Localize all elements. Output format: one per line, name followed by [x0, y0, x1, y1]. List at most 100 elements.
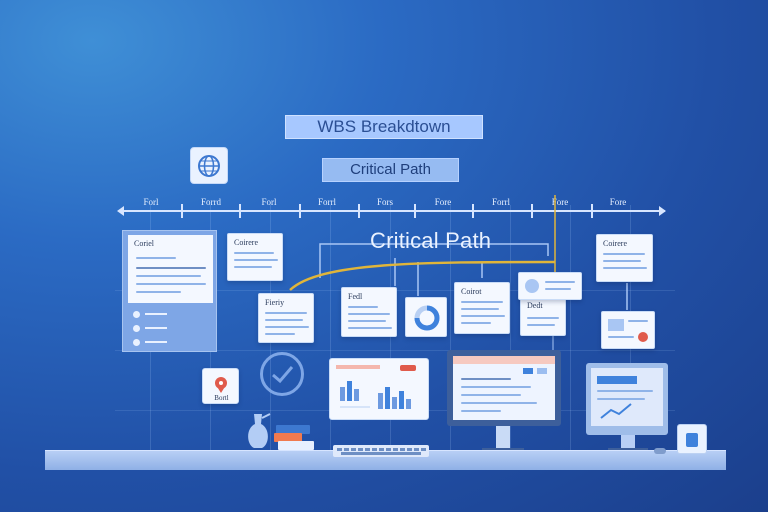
- text-line: [527, 324, 555, 326]
- center-monitor-screen: [453, 356, 555, 420]
- text-line: [461, 410, 501, 412]
- text-line: [136, 291, 181, 293]
- check-ring: [260, 352, 304, 396]
- right-monitor[interactable]: [586, 363, 668, 435]
- check-icon: [272, 366, 294, 384]
- chart-icon: [340, 381, 411, 409]
- book: [278, 441, 314, 450]
- mouse-icon: [654, 448, 666, 454]
- key: [414, 448, 419, 451]
- text-line: [461, 308, 499, 310]
- text-line: [461, 378, 511, 380]
- location-pin-icon: [215, 377, 227, 393]
- left-task-panel-card: Coriel: [128, 235, 213, 303]
- timeline-tick: [414, 204, 416, 218]
- mug-icon: [677, 424, 707, 454]
- location-badge[interactable]: Bortl: [202, 368, 239, 404]
- key: [386, 448, 391, 451]
- text-line: [234, 252, 274, 254]
- text-line: [603, 267, 647, 269]
- critical-path-curve: [289, 260, 556, 291]
- chart-screen[interactable]: [329, 358, 429, 420]
- task-card[interactable]: Coirere: [227, 233, 283, 281]
- grid-line: [510, 205, 511, 450]
- task-card-title: Fedl: [348, 292, 363, 301]
- book: [276, 425, 310, 434]
- text-line: [136, 283, 206, 285]
- task-card[interactable]: Coirot: [454, 282, 510, 334]
- text-line: [603, 260, 641, 262]
- screen-header: [597, 376, 637, 384]
- text-line: [545, 288, 571, 290]
- screen-button: [523, 368, 533, 374]
- text-line: [136, 267, 206, 269]
- timeline-tick-label: Fors: [376, 197, 393, 207]
- screen-button: [537, 368, 547, 374]
- timeline-tick: [472, 204, 474, 218]
- task-card[interactable]: Coirere: [596, 234, 653, 282]
- task-card[interactable]: Fieriy: [258, 293, 314, 343]
- report-card[interactable]: [601, 311, 655, 349]
- task-card-title: Coirere: [603, 239, 627, 248]
- text-line: [348, 327, 392, 329]
- text-line: [265, 319, 303, 321]
- grid-line: [570, 205, 571, 450]
- text-line: [461, 386, 531, 388]
- book: [274, 433, 302, 442]
- critical-path-label: Critical Path: [370, 228, 492, 253]
- center-monitor[interactable]: [447, 350, 561, 426]
- task-card[interactable]: Fedl: [341, 287, 397, 337]
- globe-card[interactable]: [190, 147, 228, 184]
- timeline-tick: [591, 204, 593, 218]
- mug-logo: [686, 433, 698, 447]
- avatar: [525, 279, 539, 293]
- keyboard-icon: [333, 445, 429, 457]
- key: [400, 448, 405, 451]
- text-line: [461, 322, 491, 324]
- text-line: [234, 266, 272, 268]
- text-line: [265, 312, 307, 314]
- timeline-arrow-left: [117, 206, 124, 216]
- timeline-tick-label: Forrl: [492, 197, 510, 207]
- timeline-tick: [299, 204, 301, 218]
- chart-badge: [400, 365, 416, 371]
- alert-icon: [638, 332, 648, 342]
- key: [351, 448, 356, 451]
- text-line: [136, 275, 201, 277]
- text-line: [461, 301, 503, 303]
- monitor-icon: [600, 403, 632, 419]
- monitor-stand: [496, 426, 510, 450]
- chart-header-bar: [336, 365, 380, 369]
- monitor-stand: [621, 435, 635, 449]
- text-line: [234, 259, 278, 261]
- critical-path-subtitle: Critical Path: [322, 158, 459, 182]
- bullet-icon: [133, 311, 140, 318]
- text-line: [597, 398, 645, 400]
- highlight-card[interactable]: [518, 272, 582, 300]
- text-line: [348, 320, 386, 322]
- key: [344, 448, 349, 451]
- progress-card[interactable]: [405, 297, 447, 337]
- globe-icon: [198, 154, 220, 177]
- bullet-line: [145, 327, 167, 329]
- timeline-tick: [358, 204, 360, 218]
- text-line: [461, 402, 537, 404]
- text-line: [461, 394, 521, 396]
- key: [379, 448, 384, 451]
- bullet-icon: [133, 325, 140, 332]
- timeline-tick: [239, 204, 241, 218]
- left-task-panel[interactable]: Coriel: [122, 230, 217, 352]
- bullet-line: [145, 313, 167, 315]
- donut-chart-icon: [414, 305, 440, 331]
- text-line: [348, 313, 390, 315]
- image-placeholder: [608, 319, 624, 331]
- left-panel-title: Coriel: [134, 239, 154, 248]
- timeline-tick-label: Forl: [143, 197, 159, 207]
- text-line: [545, 281, 575, 283]
- key: [358, 448, 363, 451]
- key: [407, 448, 412, 451]
- timeline-tick-label: Fore: [434, 197, 452, 207]
- key: [365, 448, 370, 451]
- grid-line: [330, 205, 331, 450]
- task-card-title: Coirot: [461, 287, 482, 296]
